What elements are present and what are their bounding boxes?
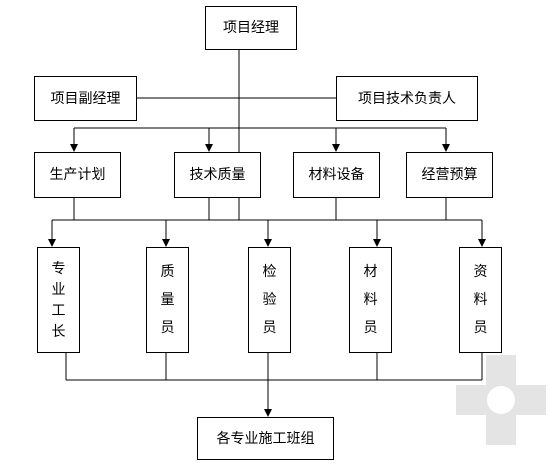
node-staff: 质量员 bbox=[146, 247, 189, 353]
node-department: 技术质量 bbox=[174, 152, 261, 198]
node-deputy-manager: 项目副经理 bbox=[34, 76, 137, 121]
node-department: 材料设备 bbox=[293, 152, 380, 198]
node-deputy-manager-label: 项目副经理 bbox=[50, 90, 121, 107]
node-department-label: 材料设备 bbox=[308, 167, 365, 183]
node-project-manager-label: 项目经理 bbox=[223, 20, 279, 36]
node-technical-lead: 项目技术负责人 bbox=[336, 76, 478, 121]
node-staff: 资料员 bbox=[459, 247, 502, 353]
node-staff-label: 资料员 bbox=[473, 264, 488, 336]
node-project-manager: 项目经理 bbox=[205, 6, 297, 50]
node-staff: 检验员 bbox=[248, 247, 291, 353]
watermark-emblem-icon bbox=[456, 355, 546, 445]
node-department: 生产计划 bbox=[34, 152, 121, 198]
node-technical-lead-label: 项目技术负责人 bbox=[358, 90, 456, 107]
node-construction-teams-label: 各专业施工班组 bbox=[216, 430, 315, 447]
node-department: 经营预算 bbox=[406, 152, 493, 198]
node-staff-label: 专业工长 bbox=[51, 260, 66, 340]
node-staff: 材料员 bbox=[349, 247, 392, 353]
node-department-label: 技术质量 bbox=[189, 167, 246, 183]
node-staff-label: 质量员 bbox=[160, 264, 175, 336]
node-department-label: 经营预算 bbox=[421, 167, 478, 183]
node-staff-label: 材料员 bbox=[363, 264, 378, 336]
node-department-label: 生产计划 bbox=[49, 167, 106, 183]
node-construction-teams: 各专业施工班组 bbox=[197, 417, 334, 460]
node-staff: 专业工长 bbox=[37, 247, 80, 353]
node-staff-label: 检验员 bbox=[262, 264, 277, 336]
